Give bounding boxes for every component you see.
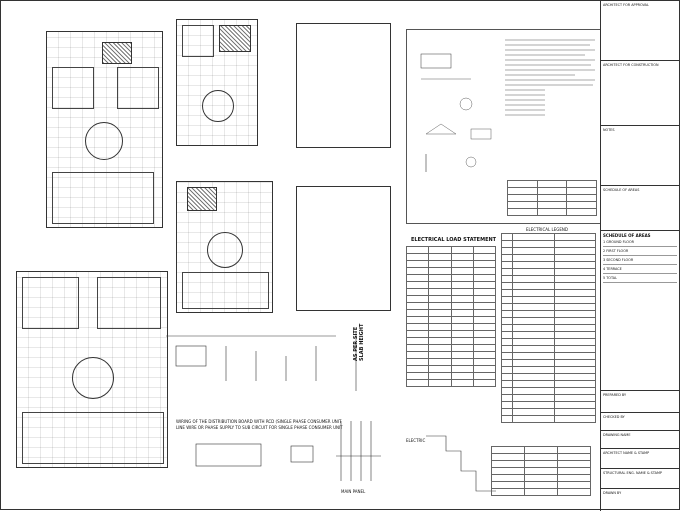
circular-hall [202,90,234,122]
circular-dome [297,24,339,66]
room [22,277,79,329]
tb-cell-notes: NOTES [601,126,679,186]
legend-table [501,233,596,423]
tb-cell-structural: STRUCTURAL ENG. NAME & STAMP [601,469,679,489]
wiring-riser-diagram [166,331,381,481]
circular-hall [72,357,114,399]
room [52,67,94,109]
schedule-row: 5 TOTAL [603,274,677,283]
tb-cell-construction: ARCHITECT FOR CONSTRUCTION [601,61,679,126]
floor-plan-terrace [16,271,168,468]
schedule-row: 3 SECOND FLOOR [603,256,677,265]
room [97,277,161,329]
tb-label: DRAWN BY [603,491,622,495]
circular-dome [297,187,339,229]
fixture-details [411,34,501,174]
tb-cell-drawing-name: DRAWING NAME [601,431,679,449]
hatch-area [219,25,251,52]
distribution-note-1: WIRING OF THE DISTRIBUTION BOARD WITH RC… [176,419,342,424]
schedule-row: 2 FIRST FLOOR [603,247,677,256]
room [52,172,154,224]
hatch-area [102,42,132,64]
room [22,412,164,464]
tb-cell-architect: ARCHITECT NAME & STAMP [601,449,679,469]
tb-label: PREPARED BY [603,393,627,397]
schedule-title: SCHEDULE OF AREAS [603,233,651,238]
site-note-line2: SLAB HEIGHT [359,323,365,361]
fixture-sketches [420,53,492,172]
roof-plan-top [296,23,391,148]
distribution-note-2: LINE WIRE OR PHASE SUPPLY TO SUB CIRCUIT… [176,425,343,430]
legend-title: ELECTRICAL LEGEND [526,227,568,232]
hatch-area [187,187,217,211]
schedule-row: 4 TERRACE [603,265,677,274]
tb-label: ARCHITECT FOR APPROVAL [603,3,649,7]
specification-notes [406,29,601,224]
tb-label: STRUCTURAL ENG. NAME & STAMP [603,471,662,475]
tb-label: ARCHITECT FOR CONSTRUCTION [603,63,659,67]
title-block: ARCHITECT FOR APPROVAL ARCHITECT FOR CON… [600,1,679,511]
tb-label: CHECKED BY [603,415,625,419]
main-panel-label: MAIN PANEL [341,489,366,494]
floor-plan-first [176,19,258,146]
electrical-load-title: ELECTRICAL LOAD STATEMENT [411,237,497,243]
bottom-legend-table [491,446,591,496]
tb-cell-approval: ARCHITECT FOR APPROVAL [601,1,679,61]
tb-label: SCHEDULE OF AREAS [603,188,640,192]
circular-hall [207,232,243,268]
roof-plan-bottom [296,186,391,311]
electric-label: ELECTRIC [406,438,426,443]
stepped-outline [426,435,496,492]
tb-cell-drawn: DRAWN BY [601,489,679,511]
schedule-row: 1 GROUND FLOOR [603,238,677,247]
text-lines [505,39,595,116]
tb-cell-checked: CHECKED BY [601,413,679,431]
electrical-load-table [405,246,497,387]
tb-cell-prepared: PREPARED BY [601,391,679,413]
room [182,272,269,309]
tb-label: DRAWING NAME [603,433,631,437]
room [117,67,159,109]
room [182,25,214,57]
tb-cell-schedule: SCHEDULE OF AREAS [601,186,679,231]
tb-label: NOTES [603,128,615,132]
tb-label: ARCHITECT NAME & STAMP [603,451,650,455]
floor-plan-ground [46,31,163,228]
fixture-schedule [507,180,597,216]
floor-plan-second [176,181,273,313]
circular-hall [85,122,123,160]
